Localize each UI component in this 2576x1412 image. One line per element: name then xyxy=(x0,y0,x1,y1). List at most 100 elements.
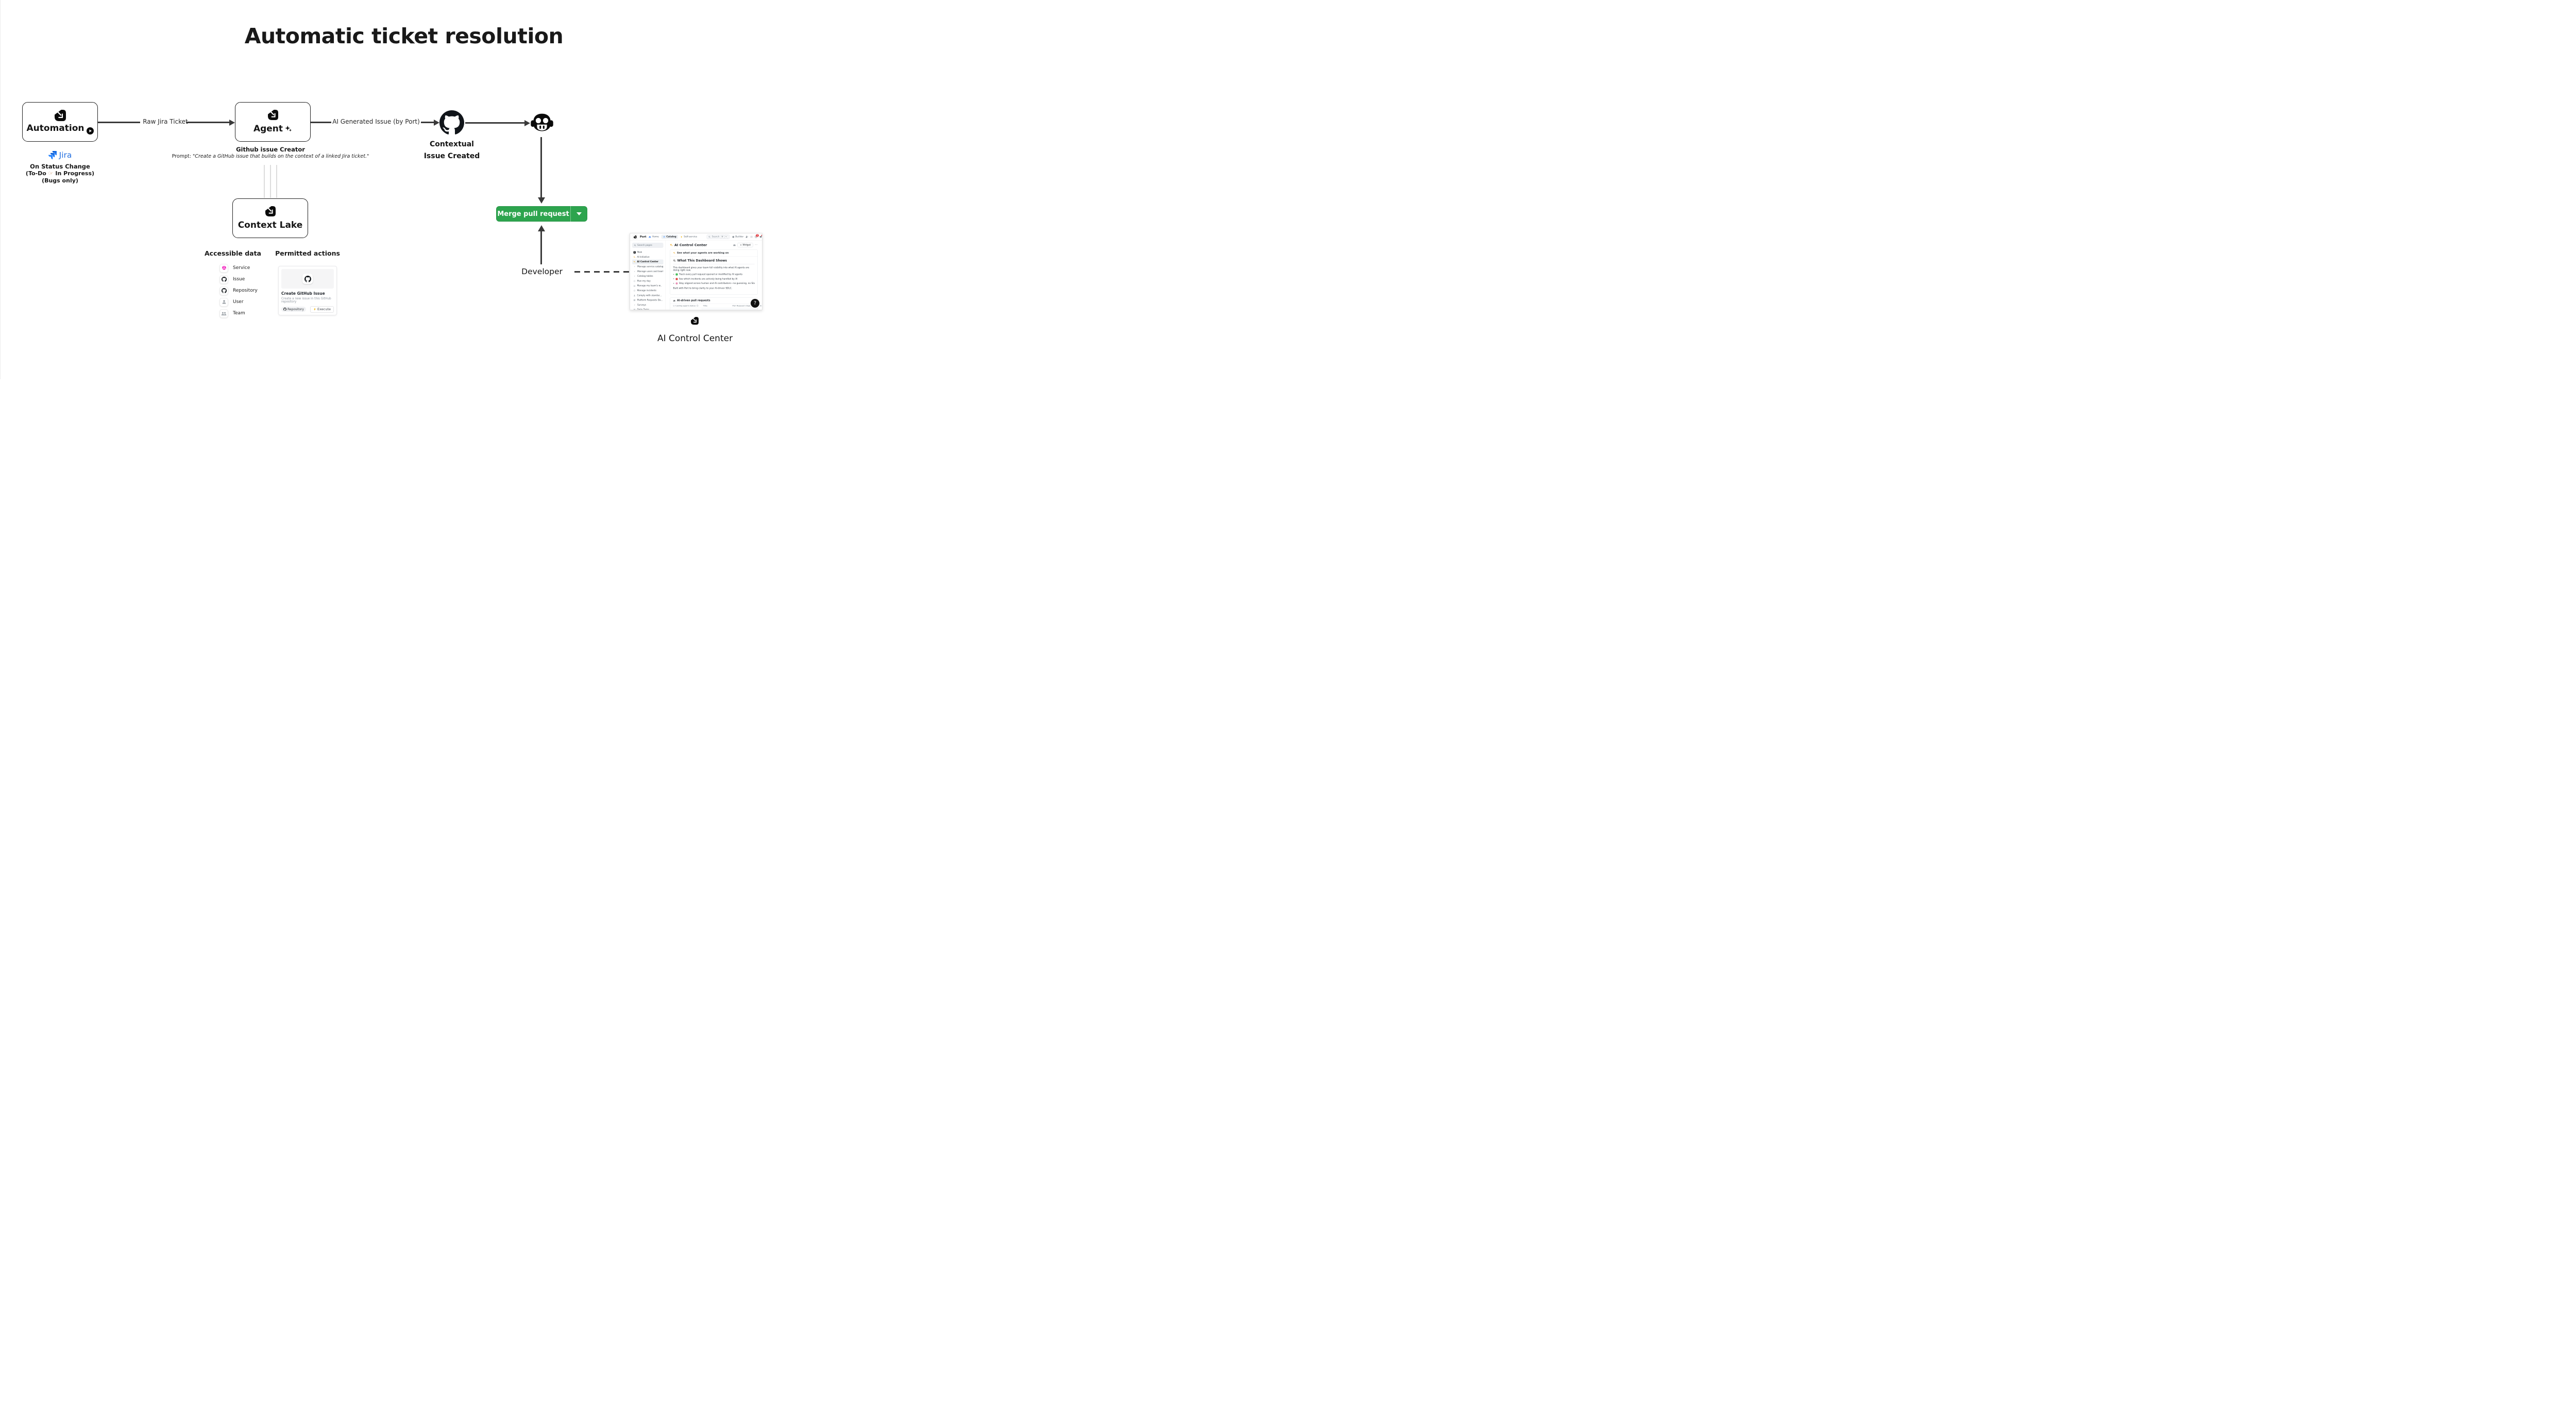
bullet-item: •✓Track every pull request opened or mod… xyxy=(673,273,743,276)
people-icon[interactable] xyxy=(733,244,736,246)
align-icon xyxy=(675,282,678,285)
user-icon xyxy=(219,297,228,307)
copilot-icon xyxy=(530,112,554,133)
table-row[interactable]: Awaiting review20› xyxy=(670,308,758,310)
tab-catalog[interactable]: Catalog xyxy=(661,234,679,239)
context-connector-line xyxy=(264,165,265,198)
port-logo-icon xyxy=(691,317,699,325)
lightning-icon xyxy=(313,308,316,311)
tab-home[interactable]: Home xyxy=(649,236,659,238)
merge-dropdown-button[interactable] xyxy=(571,206,587,222)
trigger-line1: On Status Change xyxy=(30,163,90,170)
repository-tag[interactable]: Repository xyxy=(281,307,306,312)
bullet-item: •Stay aligned across human and AI contri… xyxy=(673,282,755,285)
merge-pull-request-button[interactable]: Merge pull request xyxy=(496,206,587,222)
notifications-button[interactable]: 2 xyxy=(755,234,759,238)
sidebar-search-input[interactable]: Search pages xyxy=(632,243,664,248)
sidebar-item-surveys[interactable]: ›Surveys xyxy=(634,304,646,307)
page-title: Automatic ticket resolution xyxy=(244,24,564,48)
port-logo-icon[interactable] xyxy=(633,234,638,240)
list-item: User xyxy=(219,296,258,308)
agent-prompt: Prompt: "Create a GitHub issue that buil… xyxy=(172,153,369,159)
accessible-data-title: Accessible data xyxy=(205,249,261,257)
ai-control-center-screenshot: Port Home Catalog Self-service Search ⌘ … xyxy=(630,233,762,310)
list-item: Issue xyxy=(219,274,258,285)
dashboard-more-button[interactable]: ··· xyxy=(755,244,758,246)
grid-icon xyxy=(634,309,636,310)
type-icon xyxy=(673,305,675,307)
sidebar-item-manage-incidents[interactable]: Manage incidents xyxy=(632,288,664,293)
sidebar-item-platform-requests[interactable]: Platform Requests Da... xyxy=(632,298,664,302)
cmd-key: ⌘ xyxy=(720,235,724,239)
list-item: Repository xyxy=(219,285,258,296)
sparkle-icon xyxy=(670,244,673,247)
action-card-image xyxy=(281,269,334,289)
sparkle-icon xyxy=(285,125,292,132)
sidebar-item-daily-tasks[interactable]: Daily Tasks xyxy=(632,308,664,310)
jira-trigger-note: On Status Change (To-Do ☞ In Progress) (… xyxy=(12,163,108,184)
search-input[interactable]: Search ⌘ K xyxy=(706,234,730,239)
banner-text: See what your agents are working on xyxy=(677,251,729,255)
team-icon xyxy=(219,309,228,318)
sparkle-icon xyxy=(673,252,676,255)
screenshot-caption: AI Control Center xyxy=(657,333,733,344)
dashboard-title: AI Control Center xyxy=(674,243,707,247)
add-widget-button[interactable]: + Widget xyxy=(737,243,753,247)
agent-label: Agent xyxy=(253,124,283,134)
grid-icon xyxy=(634,299,636,301)
gear-icon xyxy=(732,236,735,238)
service-icon xyxy=(219,263,228,273)
arrow-to-copilot-line xyxy=(465,122,524,124)
sidebar-item-comply-standards[interactable]: Comply with standar... xyxy=(632,293,664,298)
agent-node: Agent xyxy=(235,102,311,142)
announcements-button[interactable] xyxy=(759,234,762,238)
merge-button-label[interactable]: Merge pull request xyxy=(497,210,569,218)
dashboard-footer: Built with Port to bring clarity to your… xyxy=(673,287,733,290)
sidebar-item-ai-initiative[interactable]: AI Initiative xyxy=(632,255,664,259)
action-card-description: Create a new issue in this GitHub reposi… xyxy=(281,297,331,304)
invite-user-button[interactable] xyxy=(745,236,748,238)
sidebar-item-new[interactable]: +New xyxy=(633,251,642,254)
section-title: What This Dashboard Shows xyxy=(677,259,727,262)
sidebar-item-manage-service-catalog[interactable]: ›Manage service catalog xyxy=(634,265,664,268)
sidebar-item-catalog-tables[interactable]: ›Catalog tables xyxy=(634,275,653,278)
trigger-line2: (To-Do ☞ In Progress) xyxy=(25,170,95,177)
check-icon: ✓ xyxy=(675,273,678,276)
builder-button[interactable]: Builder xyxy=(732,236,743,238)
arrowhead-down-icon xyxy=(537,197,545,204)
help-button[interactable]: ? xyxy=(751,299,759,308)
arrow-ai-issue-line1 xyxy=(311,122,331,123)
github-icon xyxy=(219,275,228,284)
github-icon xyxy=(283,308,286,311)
pull-requests-card: AI-driven pull requests Coding agent sta… xyxy=(670,297,761,310)
jira-logo-icon xyxy=(48,151,57,159)
sidebar: Search pages +New AI Initiative AI Contr… xyxy=(630,240,666,310)
sidebar-item-plan-my-day[interactable]: Plan my day xyxy=(632,279,664,283)
list-item: Service xyxy=(219,262,258,274)
jira-brand: Jira xyxy=(22,150,98,160)
dashboard-main: AI Control Center + Widget ··· See what … xyxy=(666,240,762,310)
github-icon xyxy=(439,110,464,135)
tasks-button[interactable] xyxy=(750,236,753,238)
topbar: Port Home Catalog Self-service Search ⌘ … xyxy=(630,233,762,241)
arrow-ai-issue-label: AI Generated Issue (by Port) xyxy=(331,118,421,125)
developer-to-merge-line xyxy=(540,231,542,264)
sidebar-item-manage-users-teams[interactable]: ›Manage users and teams xyxy=(634,270,664,273)
siren-icon xyxy=(634,290,636,292)
sidebar-item-ai-control-center[interactable]: AI Control Center xyxy=(632,259,664,264)
tab-self-service[interactable]: Self-service xyxy=(681,236,697,238)
permitted-actions-title: Permitted actions xyxy=(275,249,340,257)
port-logo-icon xyxy=(55,110,66,121)
sparkle-icon xyxy=(634,280,636,282)
automation-node: Automation xyxy=(22,102,98,142)
execute-button[interactable]: Execute xyxy=(310,306,334,313)
incident-icon xyxy=(675,278,678,280)
sidebar-item-manage-my-teams-work[interactable]: Manage my team's w.. xyxy=(632,283,664,288)
copilot-to-merge-line xyxy=(540,137,542,197)
port-logo-icon xyxy=(265,206,276,216)
search-icon xyxy=(634,244,636,246)
lightning-icon xyxy=(681,236,683,238)
play-icon xyxy=(87,127,94,135)
sparkle-icon xyxy=(634,256,636,258)
